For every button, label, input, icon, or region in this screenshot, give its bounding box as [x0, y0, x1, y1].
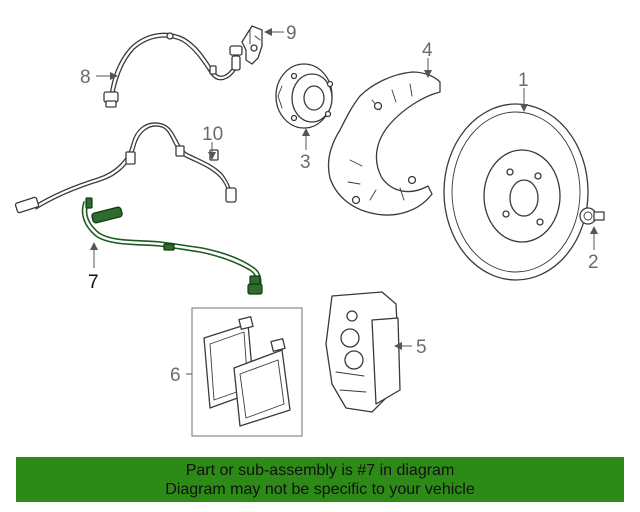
part-7-brake-pad-wear-sensor[interactable]	[81, 197, 263, 295]
callout-7: 7	[88, 272, 99, 293]
callout-10: 10	[202, 124, 223, 145]
part-2-bolt[interactable]	[579, 207, 605, 225]
part-1-brake-rotor[interactable]	[443, 103, 589, 281]
footer-banner: Part or sub-assembly is #7 in diagram Di…	[16, 457, 624, 502]
callout-4: 4	[422, 40, 433, 61]
callout-2: 2	[588, 252, 599, 273]
part-5-brake-caliper[interactable]	[325, 291, 401, 413]
part-8-speed-sensor-cable[interactable]	[103, 32, 243, 108]
callout-1: 1	[518, 70, 529, 91]
callout-5: 5	[416, 337, 427, 358]
callout-8: 8	[80, 67, 91, 88]
footer-line-part-info: Part or sub-assembly is #7 in diagram	[185, 462, 455, 479]
part-4-splash-shield[interactable]	[327, 71, 441, 216]
parts-diagram: 1 2 3 4 5 6 7 8 9 10	[14, 23, 605, 437]
footer-line-disclaimer: Diagram may not be specific to your vehi…	[165, 481, 475, 498]
leader-lines	[90, 28, 598, 375]
callout-9: 9	[286, 23, 297, 44]
part-6-brake-pads[interactable]	[191, 307, 303, 437]
part-3-wheel-hub[interactable]	[275, 63, 334, 129]
callout-3: 3	[300, 152, 311, 173]
part-9-bracket[interactable]	[241, 25, 263, 65]
callout-6: 6	[170, 365, 181, 386]
